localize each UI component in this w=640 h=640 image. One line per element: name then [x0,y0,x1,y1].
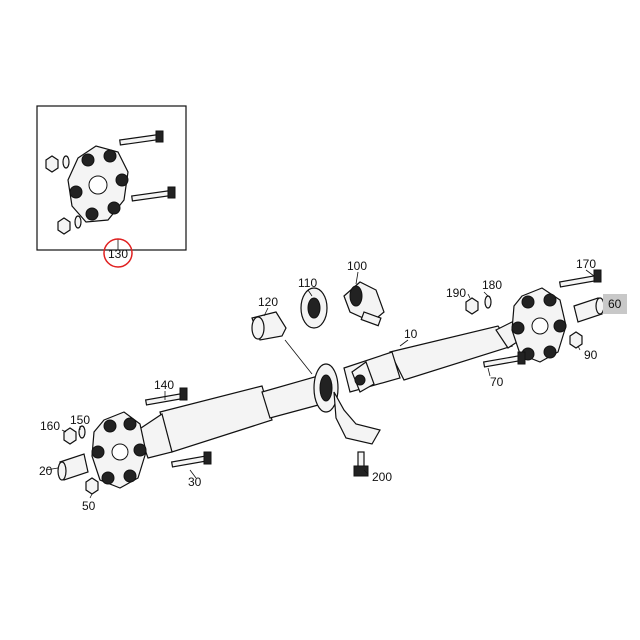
highlight-circle-130 [103,238,133,268]
callout-20[interactable]: 20 [39,464,53,478]
callout-170[interactable]: 170 [576,257,596,271]
callout-labels: 10 20 30 50 60 70 90 100 110 120 130 140… [39,247,622,513]
callout-160[interactable]: 160 [40,419,60,433]
center-bearing-100-part [343,281,385,327]
callout-10[interactable]: 10 [404,327,418,341]
rear-flex-disc [511,287,567,363]
washer-180-part [484,295,492,309]
callout-90[interactable]: 90 [584,348,598,362]
bolt-70-part [482,351,526,368]
callout-100[interactable]: 100 [347,259,367,273]
tag-box-60 [603,294,627,314]
sleeve-20-part [57,453,89,481]
nut-160-part [63,427,77,445]
bearing-110-part [300,287,328,329]
nut-190-part [465,297,479,315]
bolt-200-part [353,451,369,477]
front-flex-disc [91,411,147,489]
flex-disc-inset [36,105,187,251]
callout-120[interactable]: 120 [258,295,278,309]
callout-180[interactable]: 180 [482,278,502,292]
leader-lines [45,269,595,499]
flex-disc-part [67,145,129,223]
callout-190[interactable]: 190 [446,286,466,300]
inset-bolt-bottom [131,186,176,202]
inset-bolt-top [119,130,164,146]
callout-140[interactable]: 140 [154,378,174,392]
bolt-170-part [558,269,602,288]
center-bearing-on-shaft [313,361,381,445]
sleeve-60-part [573,297,605,323]
callout-110[interactable]: 110 [298,276,317,290]
inset-nuts [45,155,82,235]
callout-50[interactable]: 50 [82,499,96,513]
callout-130[interactable]: 130 [108,247,128,261]
callout-60[interactable]: 60 [608,297,622,311]
boot-120-part [251,311,287,341]
callout-70[interactable]: 70 [490,375,504,389]
callout-150[interactable]: 150 [70,413,90,427]
callout-30[interactable]: 30 [188,475,202,489]
callout-200[interactable]: 200 [372,470,392,484]
washer-150-part [78,425,86,439]
bolt-30-part [170,451,212,468]
nut-50-part [85,477,99,495]
nut-90-part [569,331,583,349]
